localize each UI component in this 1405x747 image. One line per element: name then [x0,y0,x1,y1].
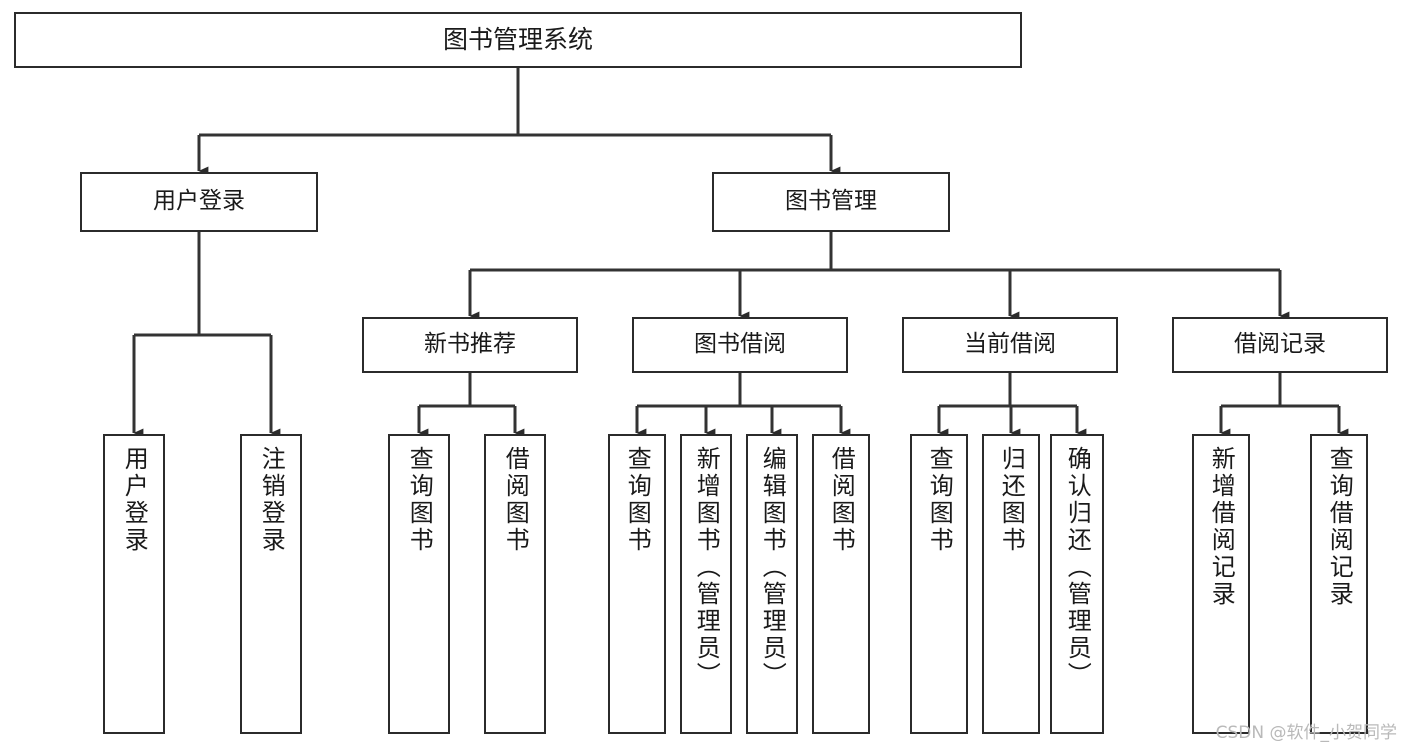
node-leaf-user-login[interactable]: 用户登录 [103,434,165,734]
node-label-leaf-rec-add: 新增借阅记录 [1207,446,1236,608]
node-label-leaf-borrow-edit-book: 编辑图书（管理员） [758,446,787,689]
node-label-root: 图书管理系统 [442,25,593,55]
node-leaf-rec-borrow-book[interactable]: 借阅图书 [484,434,546,734]
node-label-leaf-user-logout: 注销登录 [257,446,286,554]
node-borrow-record[interactable]: 借阅记录 [1172,317,1388,373]
node-leaf-user-logout[interactable]: 注销登录 [240,434,302,734]
node-leaf-cur-confirm-return[interactable]: 确认归还（管理员） [1050,434,1104,734]
node-leaf-cur-return-book[interactable]: 归还图书 [982,434,1040,734]
node-leaf-rec-query-book[interactable]: 查询图书 [388,434,450,734]
node-leaf-cur-query-book[interactable]: 查询图书 [910,434,968,734]
node-current-borrow[interactable]: 当前借阅 [902,317,1118,373]
node-label-user-login: 用户登录 [153,188,245,215]
node-new-book-rec[interactable]: 新书推荐 [362,317,578,373]
node-label-book-manage: 图书管理 [785,188,877,215]
node-leaf-rec-query[interactable]: 查询借阅记录 [1310,434,1368,734]
node-label-leaf-borrow-lend-book: 借阅图书 [827,446,856,554]
node-book-manage[interactable]: 图书管理 [712,172,950,232]
node-leaf-rec-add[interactable]: 新增借阅记录 [1192,434,1250,734]
node-label-leaf-rec-query: 查询借阅记录 [1325,446,1354,608]
node-label-leaf-rec-query-book: 查询图书 [405,446,434,554]
node-label-borrow-record: 借阅记录 [1234,331,1326,358]
node-root[interactable]: 图书管理系统 [14,12,1022,68]
node-leaf-borrow-edit-book[interactable]: 编辑图书（管理员） [746,434,798,734]
node-user-login[interactable]: 用户登录 [80,172,318,232]
node-label-current-borrow: 当前借阅 [964,331,1056,358]
node-leaf-borrow-query-book[interactable]: 查询图书 [608,434,666,734]
node-label-leaf-cur-return-book: 归还图书 [997,446,1026,554]
csdn-watermark: CSDN @软件_小贺同学 [1215,723,1397,743]
node-label-book-borrow: 图书借阅 [694,331,786,358]
node-label-leaf-cur-query-book: 查询图书 [925,446,954,554]
node-label-leaf-borrow-add-book: 新增图书（管理员） [692,446,721,689]
node-label-leaf-borrow-query-book: 查询图书 [623,446,652,554]
node-leaf-borrow-add-book[interactable]: 新增图书（管理员） [680,434,732,734]
node-label-leaf-cur-confirm-return: 确认归还（管理员） [1063,446,1092,689]
node-label-new-book-rec: 新书推荐 [424,331,516,358]
node-label-leaf-user-login: 用户登录 [120,446,149,554]
node-book-borrow[interactable]: 图书借阅 [632,317,848,373]
node-label-leaf-rec-borrow-book: 借阅图书 [501,446,530,554]
node-leaf-borrow-lend-book[interactable]: 借阅图书 [812,434,870,734]
